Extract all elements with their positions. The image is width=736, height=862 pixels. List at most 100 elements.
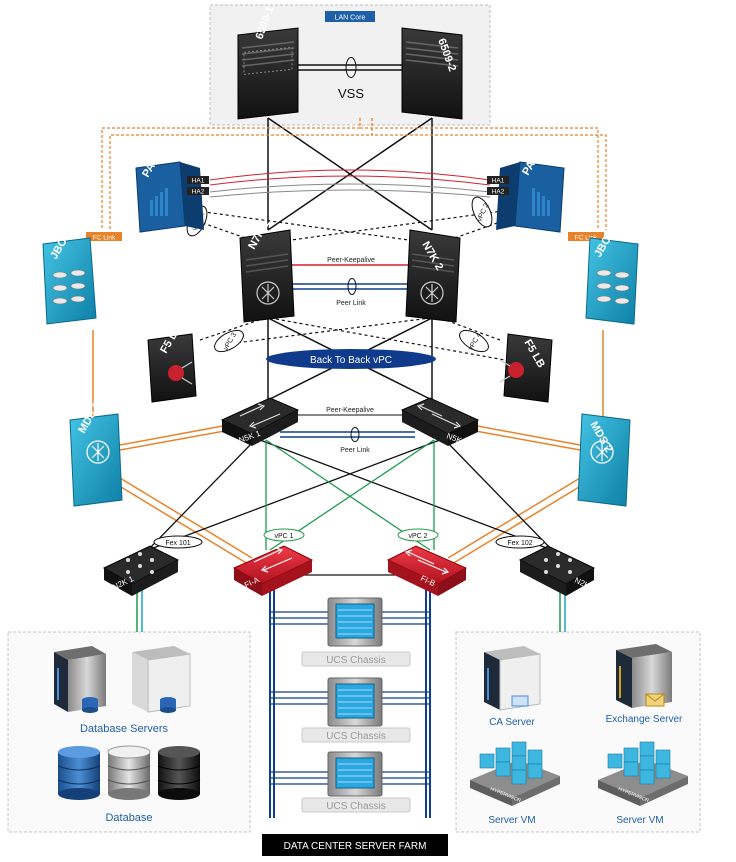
fex101-label: Fex 101 xyxy=(165,540,190,547)
firewall-bars-icon xyxy=(532,188,550,216)
f5-lb-left[interactable]: F5 LB xyxy=(147,323,197,403)
nexus-router-icon xyxy=(256,281,280,305)
mds-switch-icon xyxy=(86,440,110,464)
database-label: Database xyxy=(105,812,152,824)
ha-link xyxy=(209,189,491,198)
ucs-chassis-tag xyxy=(301,727,411,743)
disk-stack-icon xyxy=(52,269,86,305)
database-black[interactable] xyxy=(157,746,201,800)
ucs-chassis-2[interactable]: UCS Chassis xyxy=(301,677,411,743)
database-servers-label: Database Servers xyxy=(80,723,169,735)
jbod-2[interactable]: JBOD 2 xyxy=(585,219,639,325)
exchange-server[interactable] xyxy=(616,644,672,708)
switch-n5k-1[interactable]: N5K 1 xyxy=(220,397,300,446)
chassis-slots xyxy=(245,253,289,273)
access-vpc-1-label: vPC 1 xyxy=(274,533,293,540)
database-blue[interactable] xyxy=(57,746,101,800)
right-server-farm: CA Server Exchange Server HYPERVISOR Ser… xyxy=(455,631,701,833)
database-server-2[interactable] xyxy=(132,646,191,713)
ca-server[interactable] xyxy=(484,646,541,711)
ha-link xyxy=(209,169,491,181)
vpc-link xyxy=(439,317,501,341)
ucs-chassis-tag xyxy=(301,651,411,667)
ca-server-label: CA Server xyxy=(489,717,535,728)
fc-uplink xyxy=(471,424,581,446)
mds-switch-icon xyxy=(590,440,614,464)
fi-arrows-icon xyxy=(253,547,293,573)
fex-link xyxy=(147,439,256,551)
chassis-slots xyxy=(241,41,295,67)
database-server-1[interactable] xyxy=(54,646,106,713)
fc-link xyxy=(359,118,599,230)
n5k-peer-keepalive-label: Peer-Keepalive xyxy=(326,407,374,414)
fex102-label: Fex 102 xyxy=(507,540,532,547)
ucs-blades xyxy=(335,603,375,639)
fex-grid-icon xyxy=(126,552,154,574)
database-silver[interactable] xyxy=(107,745,151,800)
chassis-slots xyxy=(405,41,459,67)
switch-n7k-1[interactable]: N7K 1 xyxy=(239,218,295,323)
fc-uplink xyxy=(115,483,249,565)
vpc-link xyxy=(269,317,506,361)
nexus-arrows-icon xyxy=(261,284,275,302)
vm-cubes-icon xyxy=(479,741,543,785)
ucs-chassis-1[interactable]: UCS Chassis xyxy=(301,597,411,667)
ucs-chassis-3[interactable]: UCS Chassis xyxy=(301,751,411,813)
left-server-farm: Database Servers Database xyxy=(7,631,251,833)
pa-1-ha2-label: HA2 xyxy=(192,189,205,196)
ucs-blades xyxy=(335,757,375,789)
fc-link xyxy=(109,118,373,230)
n7k-peer-keepalive-label: Peer-Keepalive xyxy=(327,257,375,264)
vpc-oval xyxy=(459,329,489,353)
fc-uplink xyxy=(119,429,231,451)
server-vm-2[interactable]: HYPERVISOR xyxy=(598,741,688,806)
fc-uplink xyxy=(469,429,581,451)
back-to-back-vpc-label: Back To Back vPC xyxy=(310,355,392,366)
fc-link-label: FC Link xyxy=(575,235,598,242)
switch-arrows-icon xyxy=(416,403,462,429)
ha-link xyxy=(209,183,491,193)
firewall-pa-1[interactable]: PA-1 HA1 HA2 xyxy=(135,152,209,233)
ucs-blade-slots xyxy=(338,609,372,635)
ha-port xyxy=(187,187,209,195)
server-vm-1[interactable]: HYPERVISOR xyxy=(470,741,560,806)
firewall-pa-2[interactable]: PA-2 HA1 HA2 xyxy=(487,150,565,233)
fabric-interconnect-a[interactable]: FI-A xyxy=(232,545,314,596)
fabric-interconnect-b[interactable]: FI-B xyxy=(386,545,468,596)
ucs-blades xyxy=(335,683,375,719)
f5-logo-icon xyxy=(168,365,184,381)
ucs-blade-slots xyxy=(338,689,372,715)
mds-1[interactable]: MDS 1 xyxy=(69,400,123,507)
ucs-chassis-3-label: UCS Chassis xyxy=(326,801,385,812)
pa-1-ha1-label: HA1 xyxy=(192,178,205,185)
ucs-chassis-tag xyxy=(301,797,411,813)
vpc-link xyxy=(254,209,511,246)
switch-n2k-2[interactable]: N2K 2 xyxy=(518,545,598,596)
fex-oval xyxy=(153,535,203,549)
access-vpc-2-label: vPC 2 xyxy=(408,533,427,540)
switch-n5k-2[interactable]: N5K 2 xyxy=(400,397,480,448)
vpc-link xyxy=(189,209,446,246)
peer-link-ring xyxy=(350,427,360,442)
firewall-bars-icon xyxy=(150,188,168,216)
footer-title: DATA CENTER SERVER FARM xyxy=(284,841,427,852)
fc-link-tags: FC Link FC Link xyxy=(86,232,604,242)
switch-arrows-icon xyxy=(239,403,281,429)
switch-6509-2[interactable]: 6509-2 xyxy=(401,27,463,120)
f5-logo-icon xyxy=(508,362,524,378)
certificate-icon xyxy=(511,695,529,707)
nexus-router-icon xyxy=(420,281,444,305)
fc-link-label: FC Link xyxy=(93,235,116,242)
fc-link-tag xyxy=(86,232,122,241)
switch-n2k-1[interactable]: N2K 1 xyxy=(102,545,180,596)
footer-box xyxy=(262,834,448,856)
disk-stack-icon xyxy=(596,269,630,305)
switch-n7k-2[interactable]: N7K 2 xyxy=(405,229,461,323)
f5-lb-right[interactable]: F5 LB xyxy=(499,333,553,403)
mds-arrows-icon xyxy=(595,443,609,461)
fex-grid-icon xyxy=(544,552,572,574)
mds-2[interactable]: MDS 2 xyxy=(577,413,631,507)
vpc-link xyxy=(219,317,431,346)
